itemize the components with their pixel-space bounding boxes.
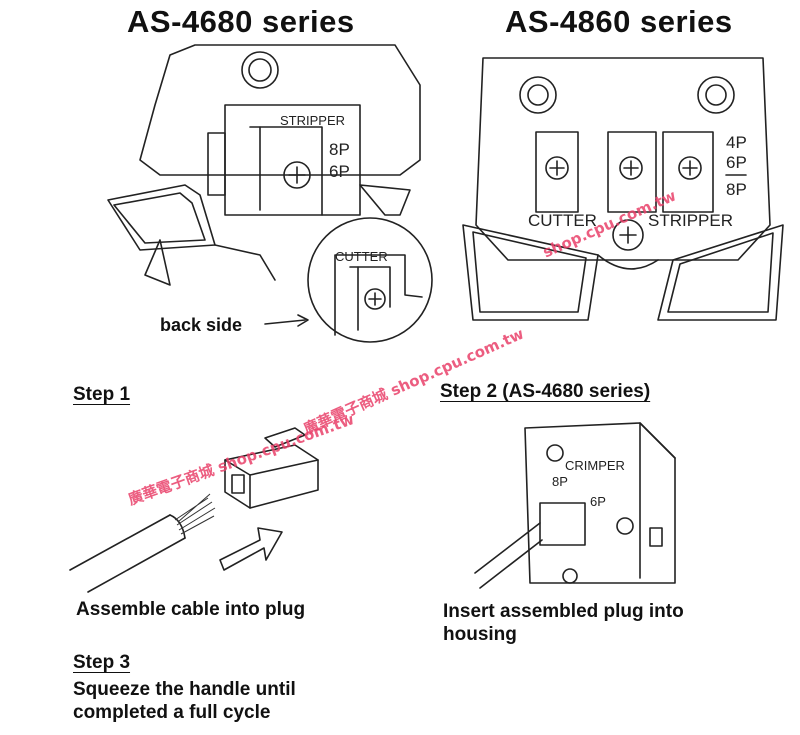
label-4p-right: 4P (726, 133, 747, 152)
step-3-caption: Squeeze the handle until completed a ful… (73, 679, 296, 723)
as-4680-tool-diagram: STRIPPER 8P 6P CUTTER (107, 44, 433, 343)
label-6p-housing: 6P (590, 494, 606, 509)
step-3-heading: Step 3 (73, 652, 131, 673)
label-8p-left: 8P (329, 140, 350, 159)
label-6p-right: 6P (726, 153, 747, 172)
label-6p-left: 6P (329, 162, 350, 181)
cable-and-plug-illustration (69, 427, 319, 593)
label-8p-right: 8P (726, 180, 747, 199)
step-2-heading: Step 2 (AS-4680 series) (440, 381, 651, 402)
crimper-label: CRIMPER (565, 458, 625, 473)
cutter-label-left: CUTTER (335, 249, 388, 264)
plug-in-housing-illustration: CRIMPER 8P 6P (474, 422, 676, 589)
step-1-heading: Step 1 (73, 384, 131, 405)
step-2-caption: Insert assembled plug into housing (443, 601, 684, 645)
stripper-label-left: STRIPPER (280, 113, 345, 128)
label-8p-housing: 8P (552, 474, 568, 489)
as-4860-tool-diagram: CUTTER STRIPPER 4P 6P 8P (462, 57, 784, 321)
title-as-4680: AS-4680 series (127, 4, 355, 39)
stripper-label-right: STRIPPER (648, 211, 733, 230)
step-1-caption: Assemble cable into plug (76, 599, 306, 620)
back-side-label: back side (160, 315, 243, 335)
cutter-label-right: CUTTER (528, 211, 597, 230)
title-as-4860: AS-4860 series (505, 4, 733, 39)
